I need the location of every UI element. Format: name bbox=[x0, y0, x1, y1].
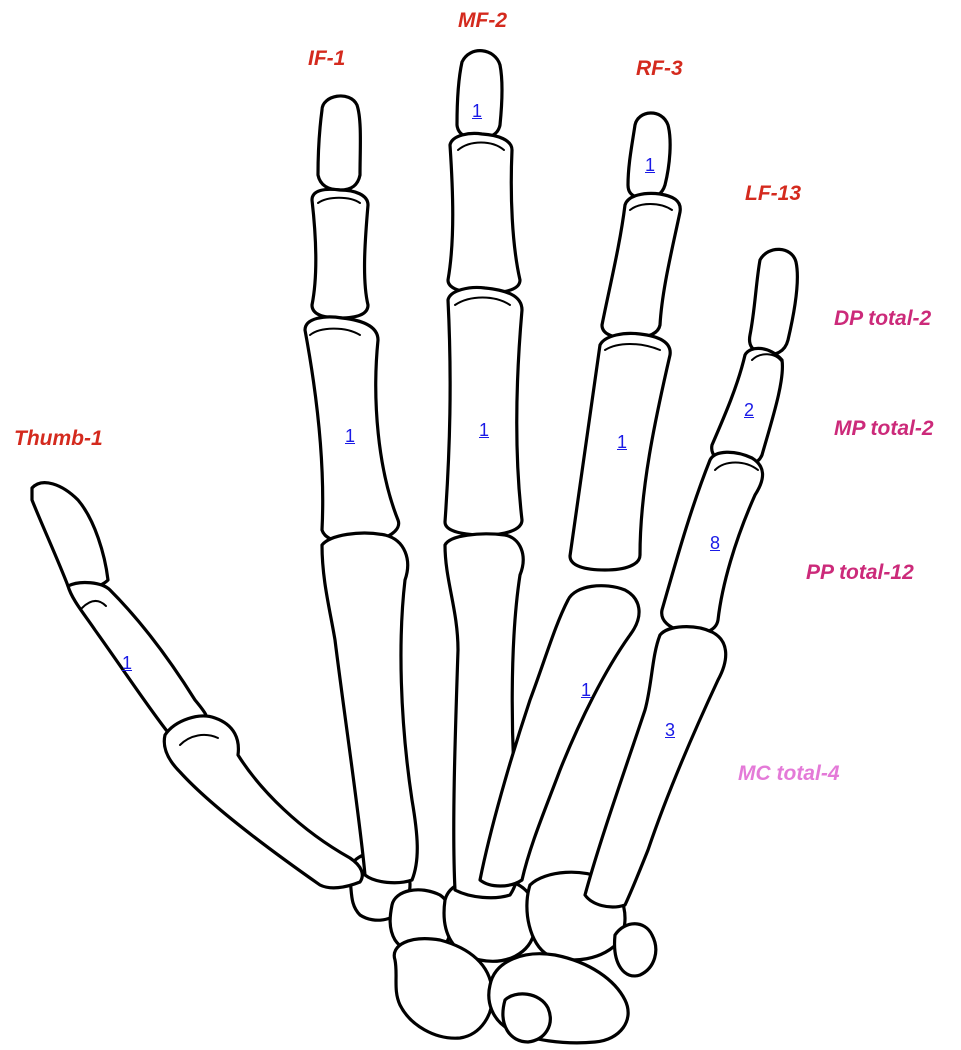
middle-finger-label: MF-2 bbox=[458, 10, 507, 31]
thumb-proximal-count: 1 bbox=[122, 654, 132, 672]
thumb-label: Thumb-1 bbox=[14, 428, 103, 449]
little-finger-label: LF-13 bbox=[745, 183, 801, 204]
mp-total-label: MP total-2 bbox=[834, 418, 934, 439]
dp-total-label: DP total-2 bbox=[834, 308, 931, 329]
index-finger-label: IF-1 bbox=[308, 48, 345, 69]
ring-proximal-count: 1 bbox=[617, 433, 627, 451]
ring-metacarpal-count: 1 bbox=[581, 681, 591, 699]
middle-distal-count: 1 bbox=[472, 102, 482, 120]
middle-proximal-count: 1 bbox=[479, 421, 489, 439]
little-proximal-count: 8 bbox=[710, 534, 720, 552]
little-metacarpal-count: 3 bbox=[665, 721, 675, 739]
pp-total-label: PP total-12 bbox=[806, 562, 914, 583]
index-finger-bones bbox=[305, 96, 417, 883]
mc-total-label: MC total-4 bbox=[738, 763, 840, 784]
little-middle-count: 2 bbox=[744, 401, 754, 419]
ring-finger-label: RF-3 bbox=[636, 58, 683, 79]
index-proximal-count: 1 bbox=[345, 427, 355, 445]
thumb-bones bbox=[32, 483, 362, 888]
ring-distal-count: 1 bbox=[645, 156, 655, 174]
